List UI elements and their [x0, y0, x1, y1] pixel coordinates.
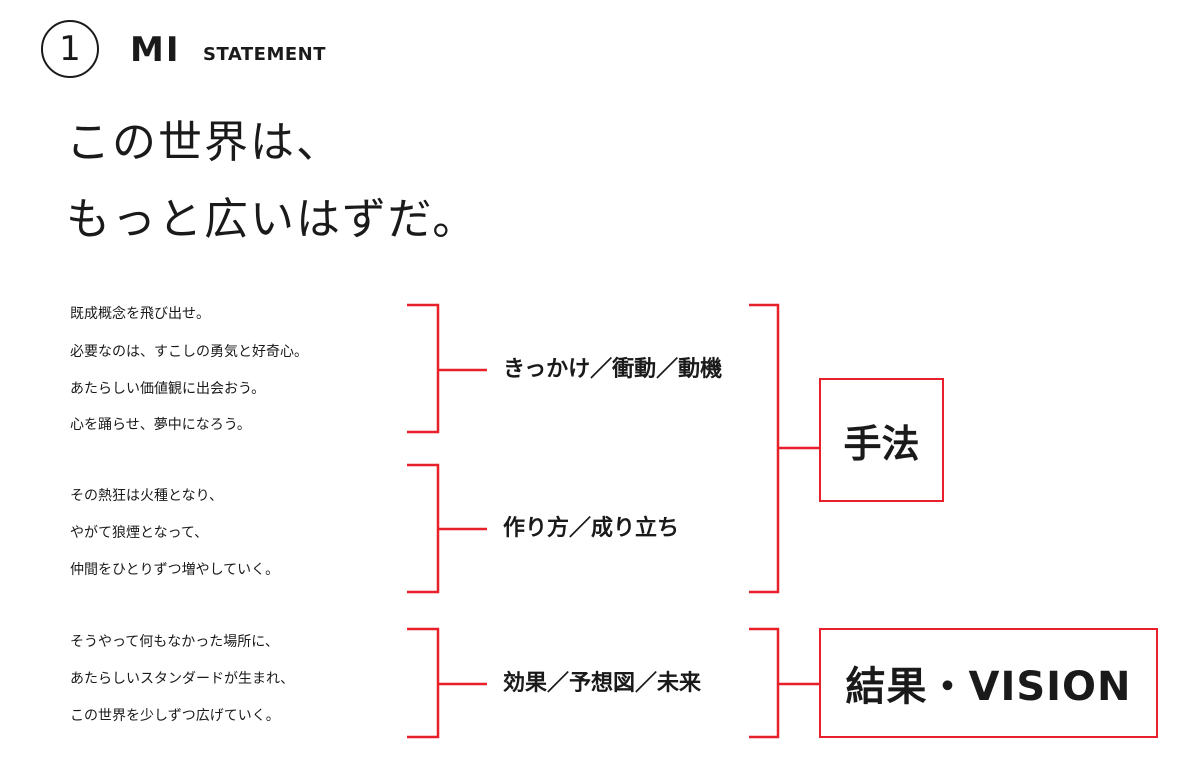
group3-line-3: この世界を少しずつ広げていく。 [70, 708, 280, 724]
group2-line-2: やがて狼煙となって、 [70, 525, 209, 541]
group3-line-1: そうやって何もなかった場所に、 [70, 634, 279, 650]
headline-line-1: この世界は、 [66, 117, 342, 168]
group2-line-1: その熱狂は火種となり、 [70, 488, 224, 504]
result-vision-label: 結果・VISION [845, 664, 1132, 710]
section-number: 1 [59, 29, 81, 69]
group3-label: 効果／予想図／未来 [503, 671, 702, 696]
result-bracket [749, 627, 780, 739]
section-subtitle: STATEMENT [203, 44, 327, 65]
section-number-badge: 1 [41, 20, 99, 78]
group3-line-2: あたらしいスタンダードが生まれ、 [70, 671, 295, 687]
group1-line-3: あたらしい価値観に出会おう。 [70, 381, 266, 397]
group1-line-2: 必要なのは、すこしの勇気と好奇心。 [70, 344, 308, 360]
group3-bracket [407, 627, 440, 739]
section-title: MI [130, 30, 181, 70]
headline-line-2: もっと広いはずだ。 [66, 194, 479, 245]
group1-bracket [407, 303, 440, 434]
group2-label: 作り方／成り立ち [503, 516, 680, 541]
group1-line-1: 既成概念を飛び出せ。 [70, 306, 210, 322]
group2-bracket [407, 463, 440, 594]
group2-line-3: 仲間をひとりずつ増やしていく。 [70, 562, 280, 578]
method-box: 手法 [819, 378, 944, 502]
result-vision-box: 結果・VISION [819, 628, 1158, 738]
group1-label: きっかけ／衝動／動機 [503, 357, 723, 382]
method-bracket [749, 303, 780, 594]
group1-line-4: 心を踊らせ、夢中になろう。 [70, 417, 251, 433]
method-label: 手法 [843, 421, 920, 466]
